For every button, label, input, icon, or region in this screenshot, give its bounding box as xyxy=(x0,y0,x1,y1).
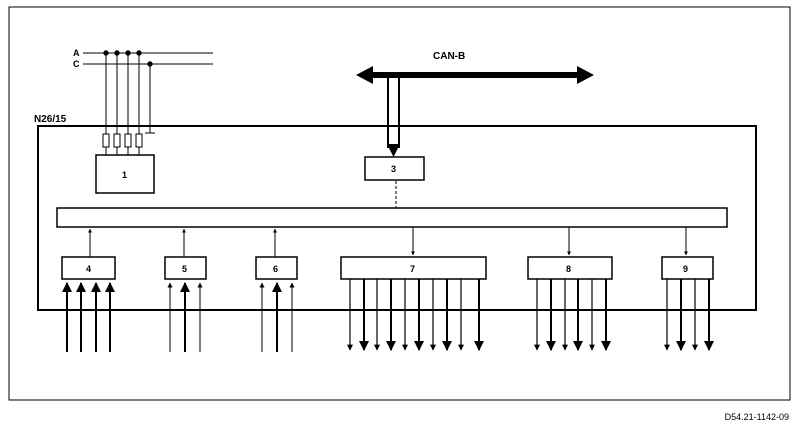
can-b-bus xyxy=(356,66,594,84)
block-3 xyxy=(364,156,425,181)
supply-taps xyxy=(103,50,155,155)
outer-frame xyxy=(8,6,791,401)
internal-bus xyxy=(56,207,728,228)
block-1-label: 1 xyxy=(122,170,127,180)
block-4-label: 4 xyxy=(86,264,91,274)
can-b-label: CAN-B xyxy=(433,51,465,62)
fuse-row xyxy=(102,133,143,148)
module-housing xyxy=(37,125,757,311)
block-8-label: 8 xyxy=(566,264,571,274)
block-7-label: 7 xyxy=(410,264,415,274)
io-blocks xyxy=(61,256,714,280)
line-label-a: A xyxy=(73,48,80,58)
input-arrows xyxy=(62,282,295,352)
block-5-label: 5 xyxy=(182,264,187,274)
output-arrows xyxy=(347,279,714,351)
can-link xyxy=(387,78,400,148)
reference-code: D54.21-1142-09 xyxy=(725,412,789,422)
line-label-c: C xyxy=(73,59,80,69)
module-label: N26/15 xyxy=(34,114,67,125)
block-1 xyxy=(95,154,155,194)
block-6-label: 6 xyxy=(273,264,278,274)
block-3-label: 3 xyxy=(391,164,396,174)
block-9-label: 9 xyxy=(683,264,688,274)
can-link-arrowhead xyxy=(387,144,400,157)
bus-block-arrows xyxy=(88,227,688,257)
